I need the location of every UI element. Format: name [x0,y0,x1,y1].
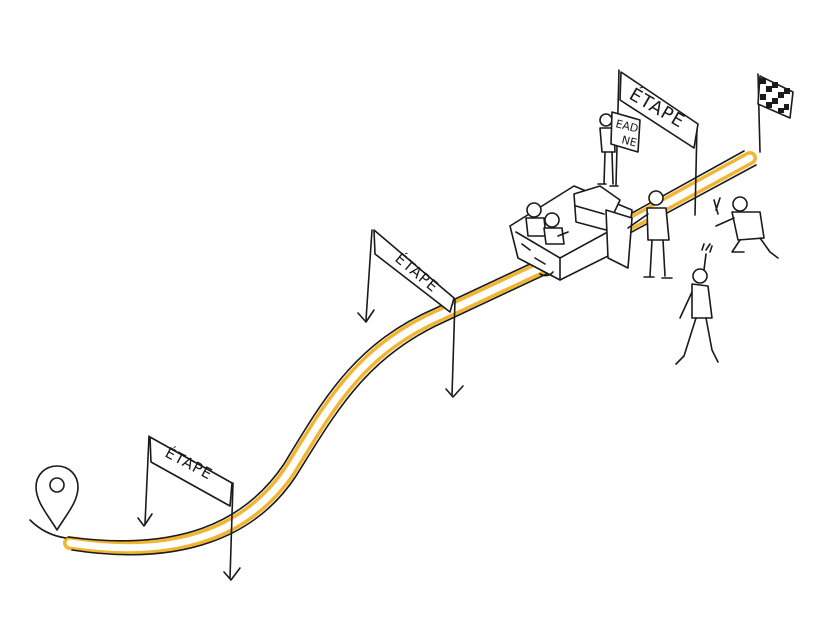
banner-3-cloth [619,71,699,149]
person-waving [675,243,719,365]
location-pin-icon [29,465,79,539]
sign-line-1: EAD [614,117,639,135]
banner-2-cloth [373,229,455,313]
road-edge-top [67,150,745,542]
person-at-door [627,190,673,279]
checkered-flag-icon [757,73,794,153]
banner-1-cloth [149,436,233,507]
road [63,150,757,556]
person-kneeling [713,196,779,259]
person-holding-sign: EAD NE [597,111,641,187]
road-edge-bottom [71,164,757,556]
sign-line-2: NE [620,133,638,149]
banner-gate-1: ÉTAPE [137,435,241,581]
vehicle [509,185,633,281]
sign-board [610,111,641,153]
road-center [66,154,754,552]
